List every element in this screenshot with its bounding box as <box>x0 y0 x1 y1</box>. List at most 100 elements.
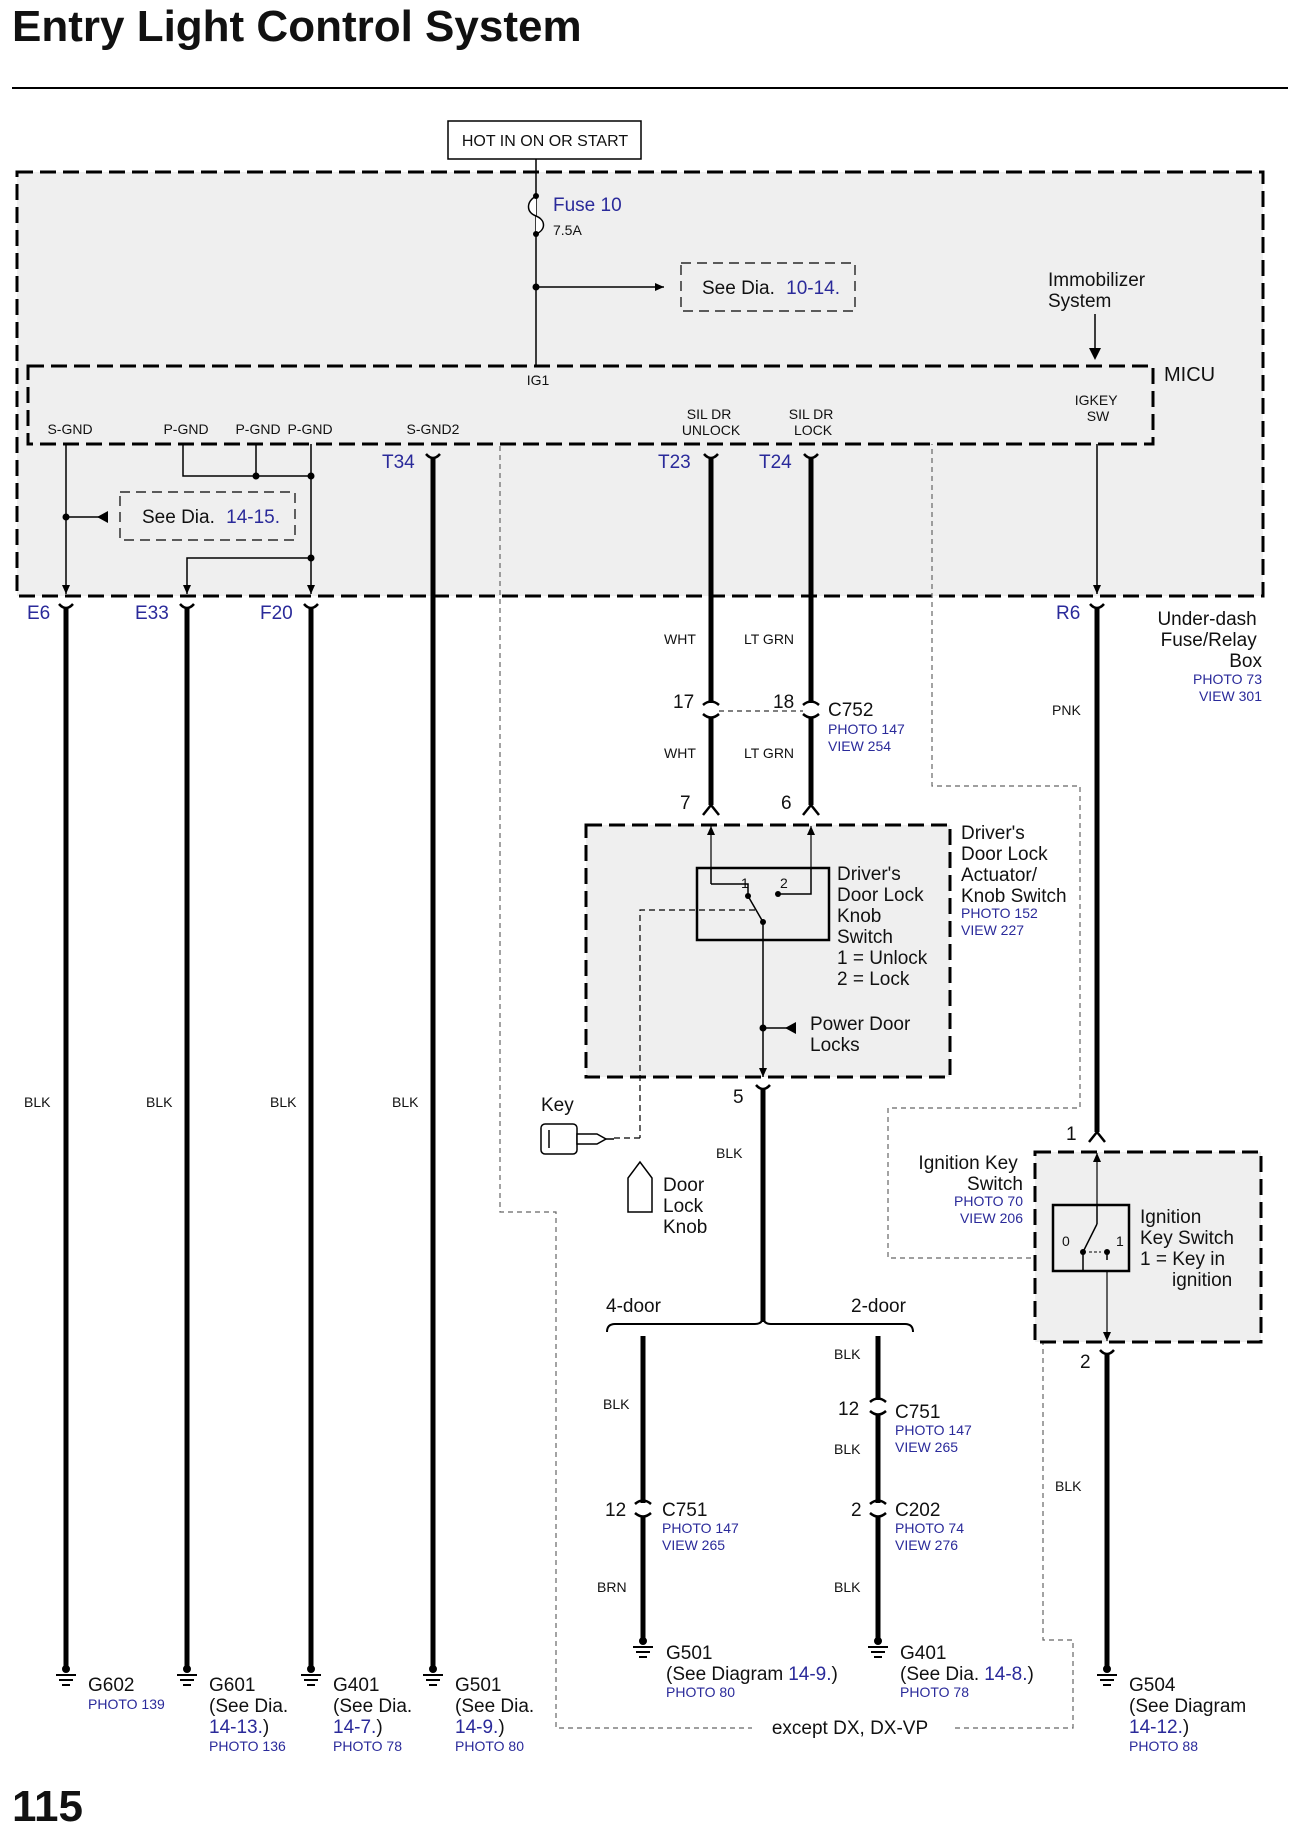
c752-pin-18: 18 <box>773 692 794 713</box>
ignition-switch-blade <box>1082 1223 1098 1253</box>
ground-g504-ref-line: 14-12.) <box>1129 1717 1189 1738</box>
c751-left-photo[interactable]: PHOTO 147 <box>662 1520 739 1536</box>
c751-left-name: C751 <box>662 1500 707 1521</box>
connector-ign-pin-1 <box>1088 1129 1106 1143</box>
ground-g602-name: G602 <box>88 1675 134 1696</box>
fuse-node-top <box>533 193 539 199</box>
ignition-switch-label: Ignition Key Switch 1 = Key in ignition <box>1140 1207 1239 1291</box>
pin-s-gnd: S-GND <box>47 421 92 437</box>
ground-symbol-g401-mid <box>868 1637 888 1658</box>
wire-color-blk-1: BLK <box>24 1094 51 1110</box>
connector-pin-6 <box>802 802 820 816</box>
terminal-e6: E6 <box>27 603 50 624</box>
ground-symbol-g501-left <box>423 1665 443 1686</box>
wire-color-ltgrn-upper: LT GRN <box>744 631 794 647</box>
ground-g501-left-photo[interactable]: PHOTO 80 <box>455 1738 524 1754</box>
key-icon <box>540 1123 614 1155</box>
ignition-title: Ignition Key Switch <box>918 1153 1023 1195</box>
knob-switch-contact-2 <box>775 891 781 897</box>
ground-symbol-g601 <box>177 1665 197 1686</box>
power-source-label: HOT IN ON OR START <box>462 133 628 150</box>
ground-g601-ref-line: 14-13.) <box>209 1717 269 1738</box>
ignition-pin-2: 2 <box>1080 1352 1091 1373</box>
connector-pin-7 <box>702 802 720 816</box>
connector-ign-pin-2 <box>1099 1349 1115 1356</box>
ground-g602-photo[interactable]: PHOTO 139 <box>88 1696 165 1712</box>
pin-p-gnd-1: P-GND <box>163 421 208 437</box>
knob-switch-blade <box>747 895 764 923</box>
c752-view[interactable]: VIEW 254 <box>828 738 891 754</box>
see-dia-top-box <box>680 262 856 312</box>
c202-view[interactable]: VIEW 276 <box>895 1537 958 1553</box>
pin-sil-dr-lock: SIL DR LOCK <box>789 406 838 438</box>
pin-s-gnd2: S-GND2 <box>407 421 460 437</box>
wire-color-blk-2door-mid: BLK <box>834 1441 861 1457</box>
ground-g504-photo[interactable]: PHOTO 88 <box>1129 1738 1198 1754</box>
ignition-view[interactable]: VIEW 206 <box>960 1210 1023 1226</box>
actuator-view[interactable]: VIEW 227 <box>961 922 1024 938</box>
c202-name: C202 <box>895 1500 940 1521</box>
wire-color-brn: BRN <box>597 1579 627 1595</box>
fuse-box-view[interactable]: VIEW 301 <box>1199 688 1262 704</box>
connector-c202-symbol <box>869 1499 887 1518</box>
ground-g601-photo[interactable]: PHOTO 136 <box>209 1738 286 1754</box>
wire-color-pnk: PNK <box>1052 702 1081 718</box>
wire-color-blk-4: BLK <box>392 1094 419 1110</box>
connector-c751-right-symbol <box>869 1397 887 1416</box>
ground-g401-left-see: (See Dia. <box>333 1696 412 1717</box>
terminal-t23: T23 <box>658 452 691 473</box>
wire-color-blk-3: BLK <box>270 1094 297 1110</box>
except-note: except DX, DX-VP <box>772 1718 928 1739</box>
actuator-pin-7: 7 <box>680 793 691 814</box>
immobilizer-label: Immobilizer System <box>1048 270 1150 312</box>
ignition-photo[interactable]: PHOTO 70 <box>954 1193 1023 1209</box>
connector-e33 <box>179 603 195 610</box>
fuse-box-photo[interactable]: PHOTO 73 <box>1193 671 1262 687</box>
power-source-box <box>447 120 642 160</box>
terminal-e33: E33 <box>135 603 169 624</box>
knob-mechanical-link <box>639 909 755 1138</box>
pin-sil-dr-unlock: SIL DR UNLOCK <box>682 406 741 438</box>
see-dia-left-ref[interactable]: 14-15. <box>226 507 280 528</box>
ground-g501-left-name: G501 <box>455 1675 501 1696</box>
immobilizer-arrow <box>1089 348 1101 360</box>
ground-g401-mid-name: G401 <box>900 1643 946 1664</box>
micu-label: MICU <box>1164 364 1215 386</box>
except-note-bg <box>752 1713 952 1741</box>
terminal-r6: R6 <box>1056 603 1080 624</box>
see-dia-left-prefix: See Dia. <box>142 507 215 528</box>
ground-symbol-g504 <box>1097 1665 1117 1686</box>
wire-color-blk-2door-top: BLK <box>834 1346 861 1362</box>
see-dia-top-ref[interactable]: 10-14. <box>786 278 840 299</box>
p-gnd-splice-1 <box>252 472 260 480</box>
ignition-pos-0: 0 <box>1062 1233 1070 1249</box>
p-gnd-internal-wire <box>182 444 311 477</box>
page-number: 115 <box>12 1782 83 1831</box>
key-label: Key <box>541 1095 574 1116</box>
c202-photo[interactable]: PHOTO 74 <box>895 1520 964 1536</box>
c752-photo[interactable]: PHOTO 147 <box>828 721 905 737</box>
c751-left-view[interactable]: VIEW 265 <box>662 1537 725 1553</box>
terminal-f20: F20 <box>260 603 293 624</box>
pin-p-gnd-2: P-GND <box>235 421 280 437</box>
pin-p-gnd-3: P-GND <box>287 421 332 437</box>
ground-g501-mid-photo[interactable]: PHOTO 80 <box>666 1684 735 1700</box>
ground-g401-left-photo[interactable]: PHOTO 78 <box>333 1738 402 1754</box>
door-lock-knob-icon <box>627 1160 653 1213</box>
actuator-photo[interactable]: PHOTO 152 <box>961 905 1038 921</box>
ground-g401-mid-photo[interactable]: PHOTO 78 <box>900 1684 969 1700</box>
c751-right-pin: 12 <box>838 1399 859 1420</box>
actuator-pin-6: 6 <box>781 793 792 814</box>
c751-right-view[interactable]: VIEW 265 <box>895 1439 958 1455</box>
pin-igkey-sw: IGKEY SW <box>1075 392 1121 424</box>
c752-pin-17: 17 <box>673 692 694 713</box>
fuse-10-symbol <box>527 195 545 235</box>
micu-box <box>26 364 1155 446</box>
branch-2-door: 2-door <box>851 1296 907 1317</box>
power-door-locks-label: Power Door Locks <box>810 1014 916 1056</box>
ground-symbol-g501-mid <box>633 1637 653 1658</box>
c751-right-photo[interactable]: PHOTO 147 <box>895 1422 972 1438</box>
power-door-locks-arrowhead <box>785 1022 796 1034</box>
fuse-rating: 7.5A <box>553 222 582 238</box>
